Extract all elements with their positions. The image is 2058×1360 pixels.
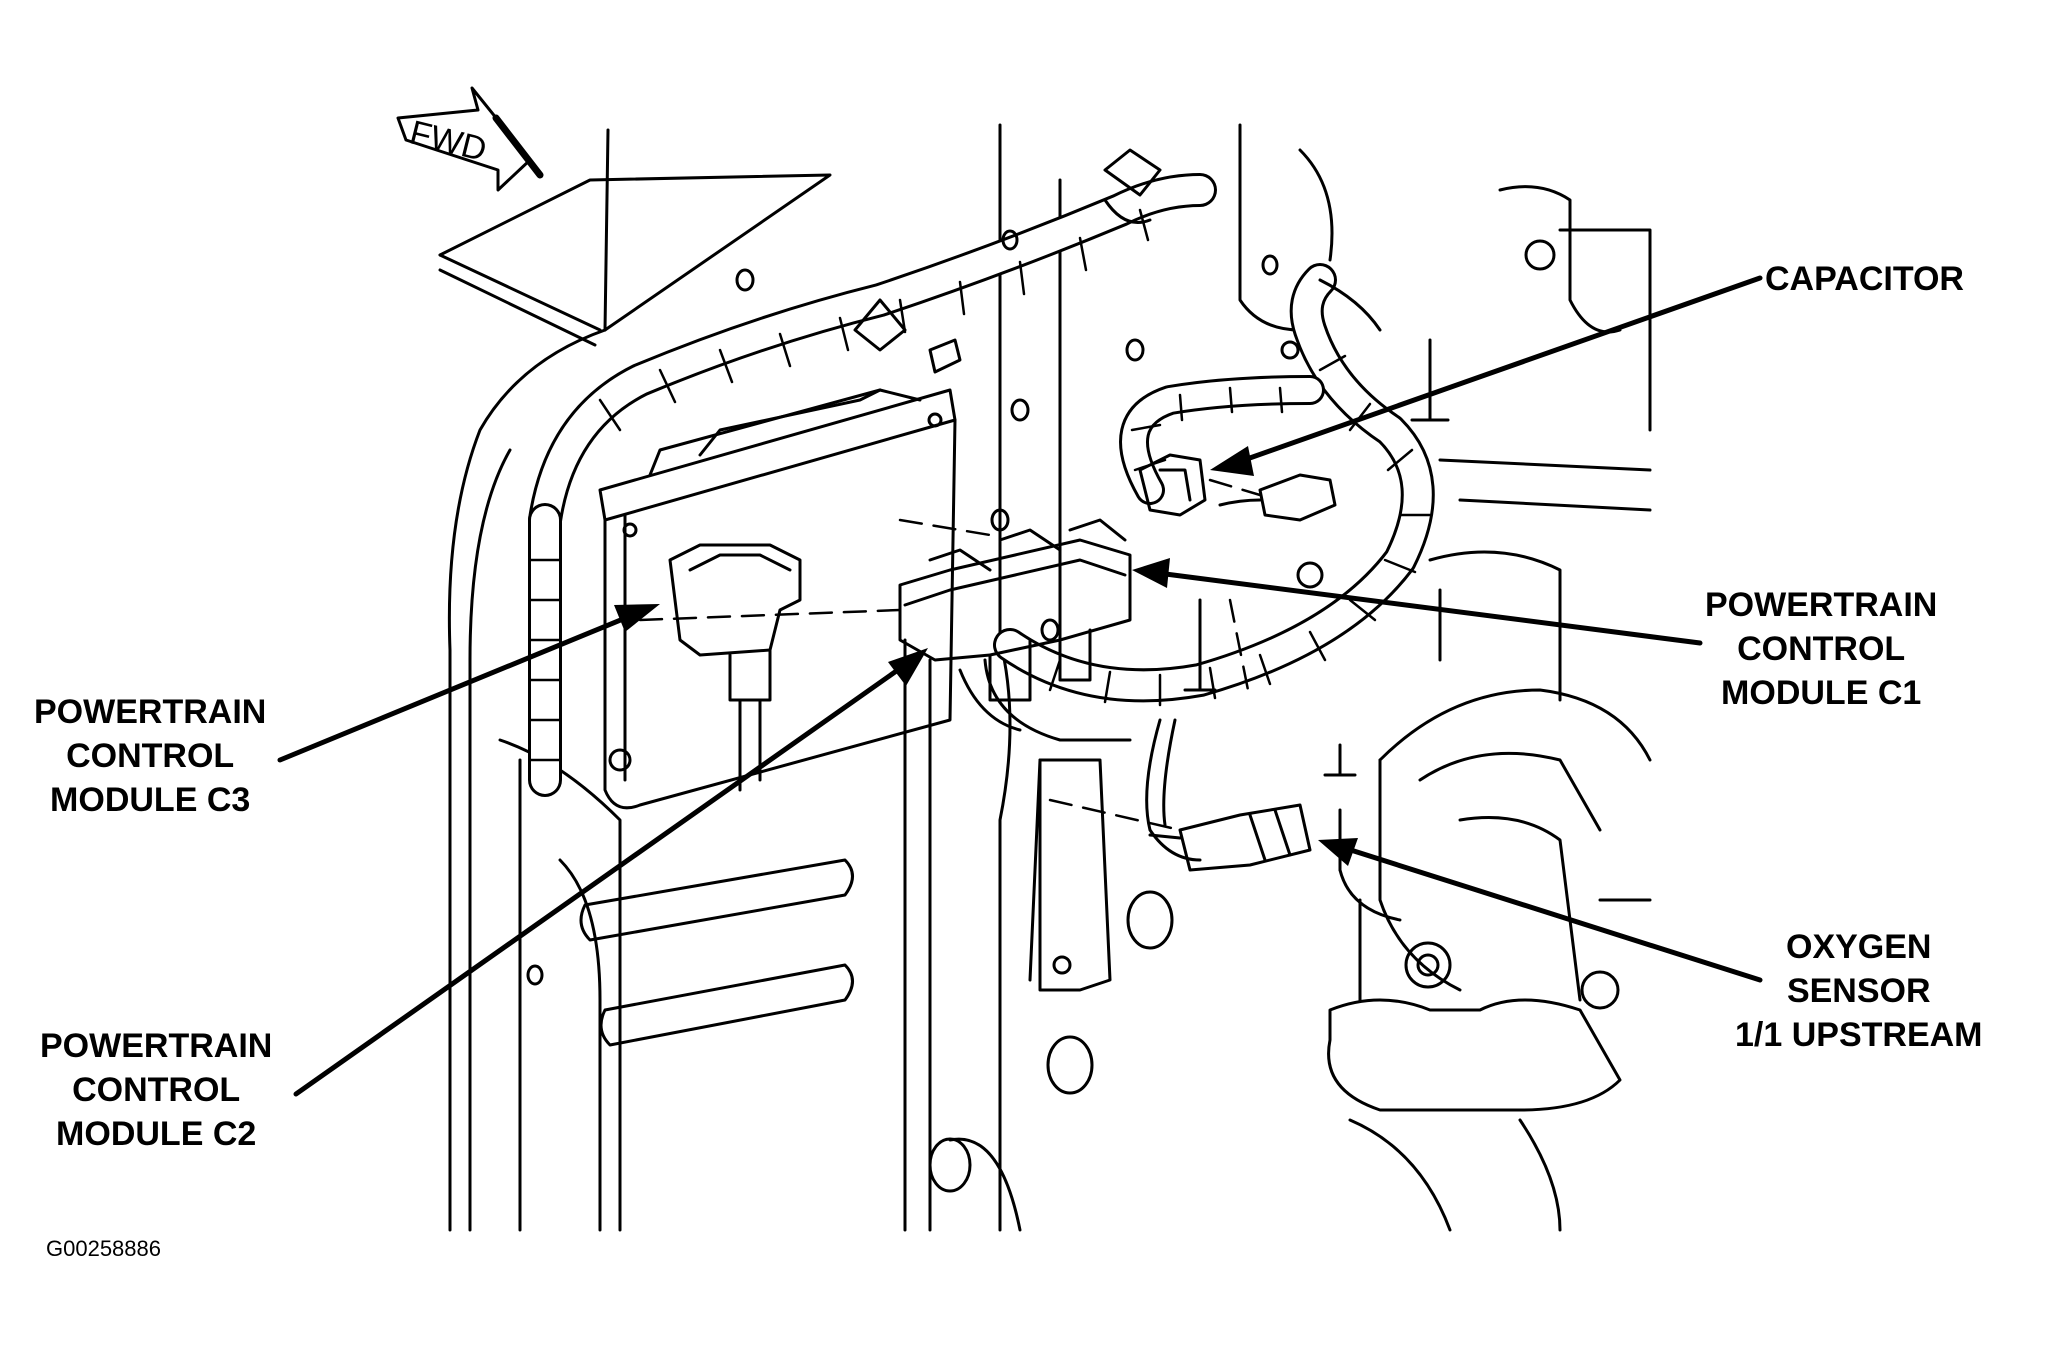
pcm-c2-label-line: MODULE C2 xyxy=(56,1115,257,1153)
fwd-label: FWD xyxy=(406,114,490,170)
wiring-harness xyxy=(528,173,1435,862)
capacitor-connector xyxy=(1138,453,1337,522)
oxygen-sensor-connector xyxy=(1148,803,1402,922)
pcm-c1-leader xyxy=(1147,569,1703,646)
pcm-c3-label: POWERTRAIN CONTROL MODULE C3 xyxy=(34,690,266,822)
pcm-c3-label-line: POWERTRAIN xyxy=(34,693,267,731)
capacitor-leader xyxy=(1227,275,1763,468)
capacitor-label-line: CAPACITOR xyxy=(1765,260,1964,298)
pcm-c1-c2-connectors xyxy=(898,518,1132,732)
pcm-c3-leader xyxy=(277,609,643,763)
oxygen-sensor-label-line: OXYGEN xyxy=(1786,928,1932,966)
oxygen-sensor-label-line: SENSOR xyxy=(1786,972,1931,1010)
pcm-c2-label: POWERTRAIN CONTROL MODULE C2 xyxy=(40,1024,272,1156)
pcm-housing xyxy=(598,388,957,810)
pcm-c1-label-line: CONTROL xyxy=(1737,630,1906,668)
capacitor-label: CAPACITOR xyxy=(1765,257,1964,301)
leader-arrowheads xyxy=(614,446,1358,866)
alignment-dashes xyxy=(638,478,1262,832)
pcm-c3-label-line: MODULE C3 xyxy=(50,781,251,819)
pcm-c3-label-line: CONTROL xyxy=(66,737,235,775)
oxygen-sensor-leader xyxy=(1332,842,1763,983)
pcm-c2-leader xyxy=(293,657,915,1097)
mounting-bracket xyxy=(1028,598,1357,992)
fwd-arrow-icon xyxy=(396,86,544,192)
engine-block xyxy=(998,123,1652,1232)
panel-holes xyxy=(526,229,1279,1193)
figure-id: G00258886 xyxy=(46,1236,161,1261)
pcm-c2-label-line: CONTROL xyxy=(72,1071,241,1109)
oxygen-sensor-label: OXYGEN SENSOR 1/1 UPSTREAM xyxy=(1735,925,1983,1057)
body-panel xyxy=(438,128,1022,1232)
harness-clips xyxy=(853,148,1162,374)
pcm-c1-label-line: POWERTRAIN xyxy=(1705,586,1938,624)
oxygen-sensor-label-line: 1/1 UPSTREAM xyxy=(1735,1016,1983,1054)
pcm-c3-connector xyxy=(668,543,802,792)
pcm-c1-label-line: MODULE C1 xyxy=(1721,674,1922,712)
pcm-c1-label: POWERTRAIN CONTROL MODULE C1 xyxy=(1705,583,1937,715)
pcm-c2-label-line: POWERTRAIN xyxy=(40,1027,273,1065)
leader-lines xyxy=(277,275,1763,1097)
